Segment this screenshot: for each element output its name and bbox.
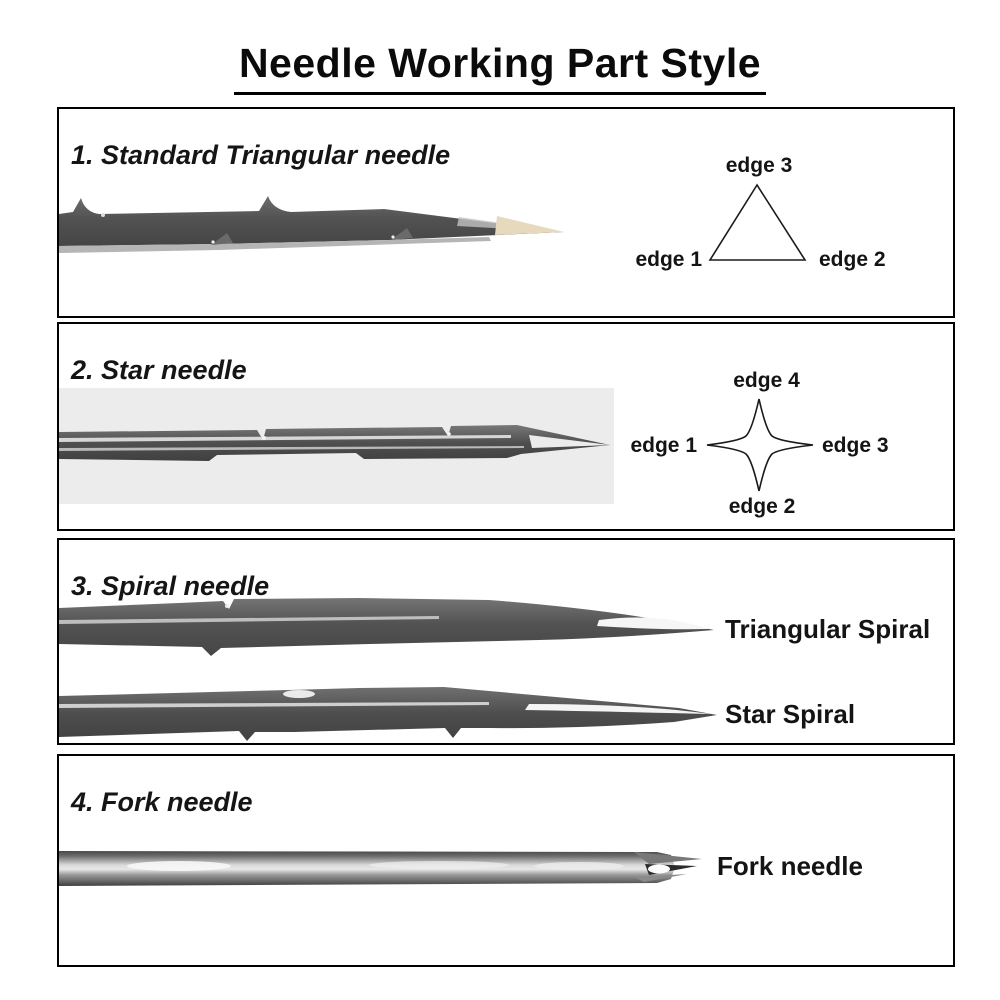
section-fork-needle: 4. Fork needle Fork needle	[57, 754, 955, 967]
star-needle-photo	[59, 388, 614, 504]
triangular-spiral-label: Triangular Spiral	[725, 614, 931, 644]
triangular-spiral-needle-image	[59, 598, 714, 656]
edge-3-label: edge 3	[822, 434, 889, 457]
section-star-needle: 2. Star needle edge 4 edge 1 edge 3	[57, 322, 955, 531]
page-title: Needle Working Part Style	[233, 40, 767, 95]
triangle-cross-section-diagram	[708, 183, 807, 261]
edge-2-label: edge 2	[819, 248, 886, 271]
edge-1-label: edge 1	[635, 248, 702, 271]
standard-triangular-needle-image	[59, 196, 564, 253]
section-1-heading: 1. Standard Triangular needle	[71, 140, 451, 171]
fork-needle-image	[59, 851, 702, 886]
four-point-star-cross-section-diagram	[706, 398, 814, 492]
section-standard-triangular-needle: 1. Standard Triangular needle edge 3 edg…	[57, 107, 955, 318]
edge-3-label: edge 3	[725, 154, 793, 177]
section-3-heading: 3. Spiral needle	[71, 571, 270, 602]
star-spiral-needle-image	[59, 687, 717, 741]
section-2-heading: 2. Star needle	[71, 355, 247, 386]
edge-1-label: edge 1	[630, 434, 697, 457]
section-spiral-needle: 3. Spiral needle Triangular Spiral	[57, 538, 955, 745]
section-4-heading: 4. Fork needle	[71, 787, 253, 818]
fork-needle-label: Fork needle	[717, 851, 863, 881]
edge-4-label: edge 4	[733, 369, 800, 392]
title-container: Needle Working Part Style	[0, 40, 1000, 95]
edge-2-label: edge 2	[728, 495, 796, 518]
star-needle-image	[59, 425, 610, 461]
star-spiral-label: Star Spiral	[725, 699, 856, 729]
